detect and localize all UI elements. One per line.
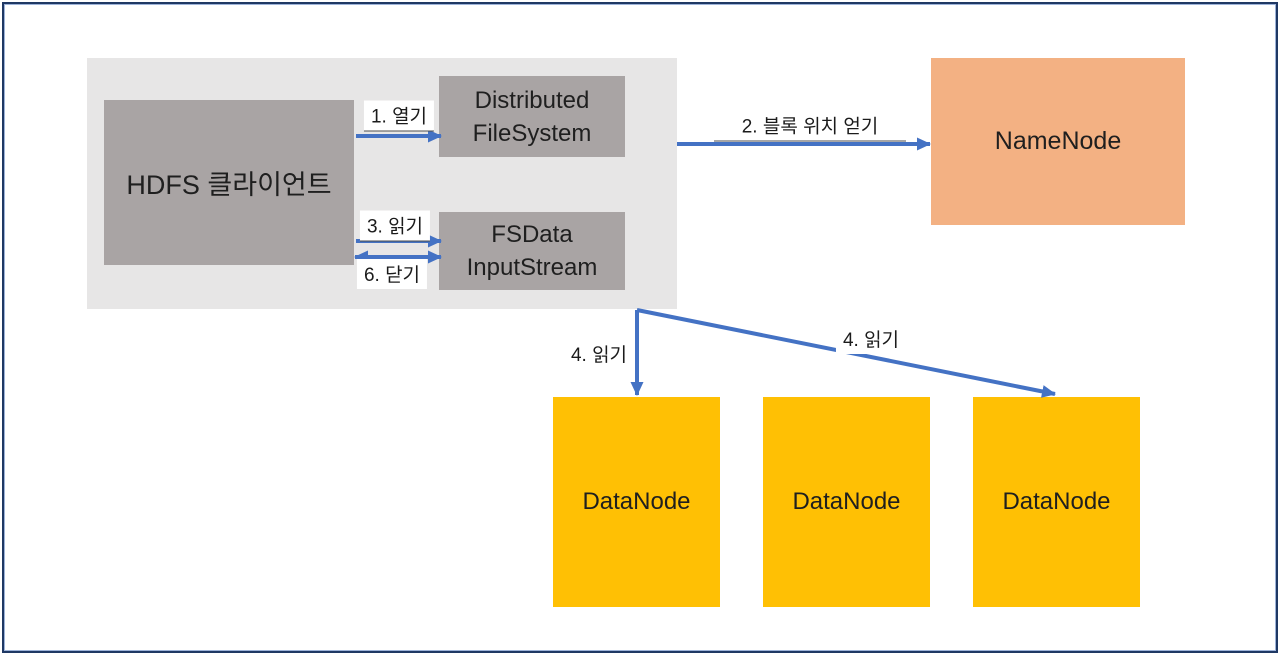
namenode-node: NameNode	[931, 58, 1185, 225]
fsdata-inputstream-node: FSData InputStream	[439, 212, 625, 290]
label-step2-get-block-locations: 2. 블록 위치 얻기	[714, 110, 906, 142]
datanode-1-label: DataNode	[582, 488, 691, 515]
hdfs-client-label: HDFS 클라이언트	[126, 170, 332, 200]
label-step3-read: 3. 읽기	[359, 210, 431, 242]
distributed-filesystem-label: Distributed FileSystem	[472, 86, 592, 147]
datanode-node-2: DataNode	[763, 397, 930, 607]
namenode-label: NameNode	[994, 127, 1122, 155]
label-step1-open: 1. 열기	[363, 100, 435, 132]
datanode-node-1: DataNode	[553, 397, 720, 607]
label-step6-close: 6. 닫기	[356, 259, 428, 289]
datanode-2-label: DataNode	[792, 488, 901, 515]
datanode-3-label: DataNode	[1002, 488, 1111, 515]
label-step4-read-first: 4. 읽기	[563, 339, 635, 369]
distributed-filesystem-node: Distributed FileSystem	[439, 76, 625, 157]
datanode-node-3: DataNode	[973, 397, 1140, 607]
label-step4-read-second: 4. 읽기	[835, 324, 907, 354]
fsdata-inputstream-label: FSData InputStream	[466, 221, 598, 281]
hdfs-client-node: HDFS 클라이언트	[104, 100, 354, 265]
